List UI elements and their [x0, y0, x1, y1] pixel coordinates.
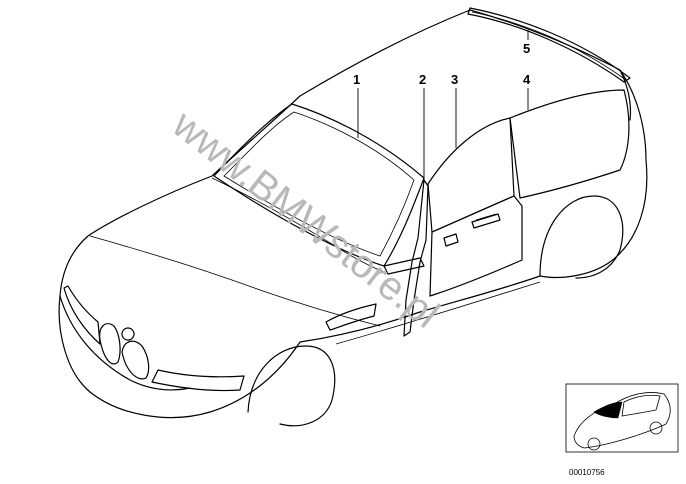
watermark-text: www.BMWstore.pl [164, 102, 448, 337]
windscreen-inner [223, 111, 415, 257]
part-label-5: 5 [523, 41, 530, 56]
thumbnail-front-wheel [587, 437, 601, 451]
front-bumper [59, 295, 191, 391]
leader-lines [357, 30, 529, 180]
thumbnail-side-window [621, 394, 661, 417]
car-front [59, 285, 245, 392]
thumbnail-windscreen [593, 401, 623, 419]
door-outline [429, 195, 523, 297]
side-skirt [335, 281, 541, 345]
roof-spoiler-outline [467, 7, 631, 83]
thumbnail-rear-wheel [649, 421, 663, 435]
door-window [427, 117, 523, 297]
roof-rear-edge [619, 69, 632, 121]
rear-side-window [509, 89, 630, 199]
headlight-right [151, 369, 245, 392]
rear-wheel-arch [539, 195, 624, 279]
bonnet-line-2 [211, 177, 385, 273]
side-vent [325, 303, 377, 331]
headlight-left [63, 285, 101, 345]
a-pillar-base [383, 257, 425, 275]
thumbnail-inset: 00010756 [565, 383, 679, 477]
part-label-3: 3 [451, 72, 458, 87]
rear-window-outline [509, 89, 630, 199]
bmw-roundel-icon [121, 327, 135, 341]
thumbnail-reference-number: 00010756 [569, 468, 605, 477]
front-wheel-arch [247, 345, 336, 427]
part-label-4: 4 [523, 72, 531, 87]
kidney-grille-right [121, 340, 150, 380]
roof-spoiler-inner [471, 11, 627, 81]
part-labels: 1 2 3 4 5 [353, 41, 531, 87]
a-pillar-strip [403, 179, 429, 337]
a-pillar-seal [383, 179, 429, 337]
roof-spoiler [467, 7, 631, 83]
door-handle-inner [475, 213, 497, 221]
kidney-grille-left [99, 323, 121, 365]
car-body [58, 9, 648, 419]
car-outline [58, 9, 648, 427]
door-trim [443, 233, 459, 247]
thumbnail-frame [565, 383, 679, 453]
part-label-2: 2 [419, 72, 426, 87]
part-label-1: 1 [353, 72, 360, 87]
door-handle [471, 213, 501, 229]
